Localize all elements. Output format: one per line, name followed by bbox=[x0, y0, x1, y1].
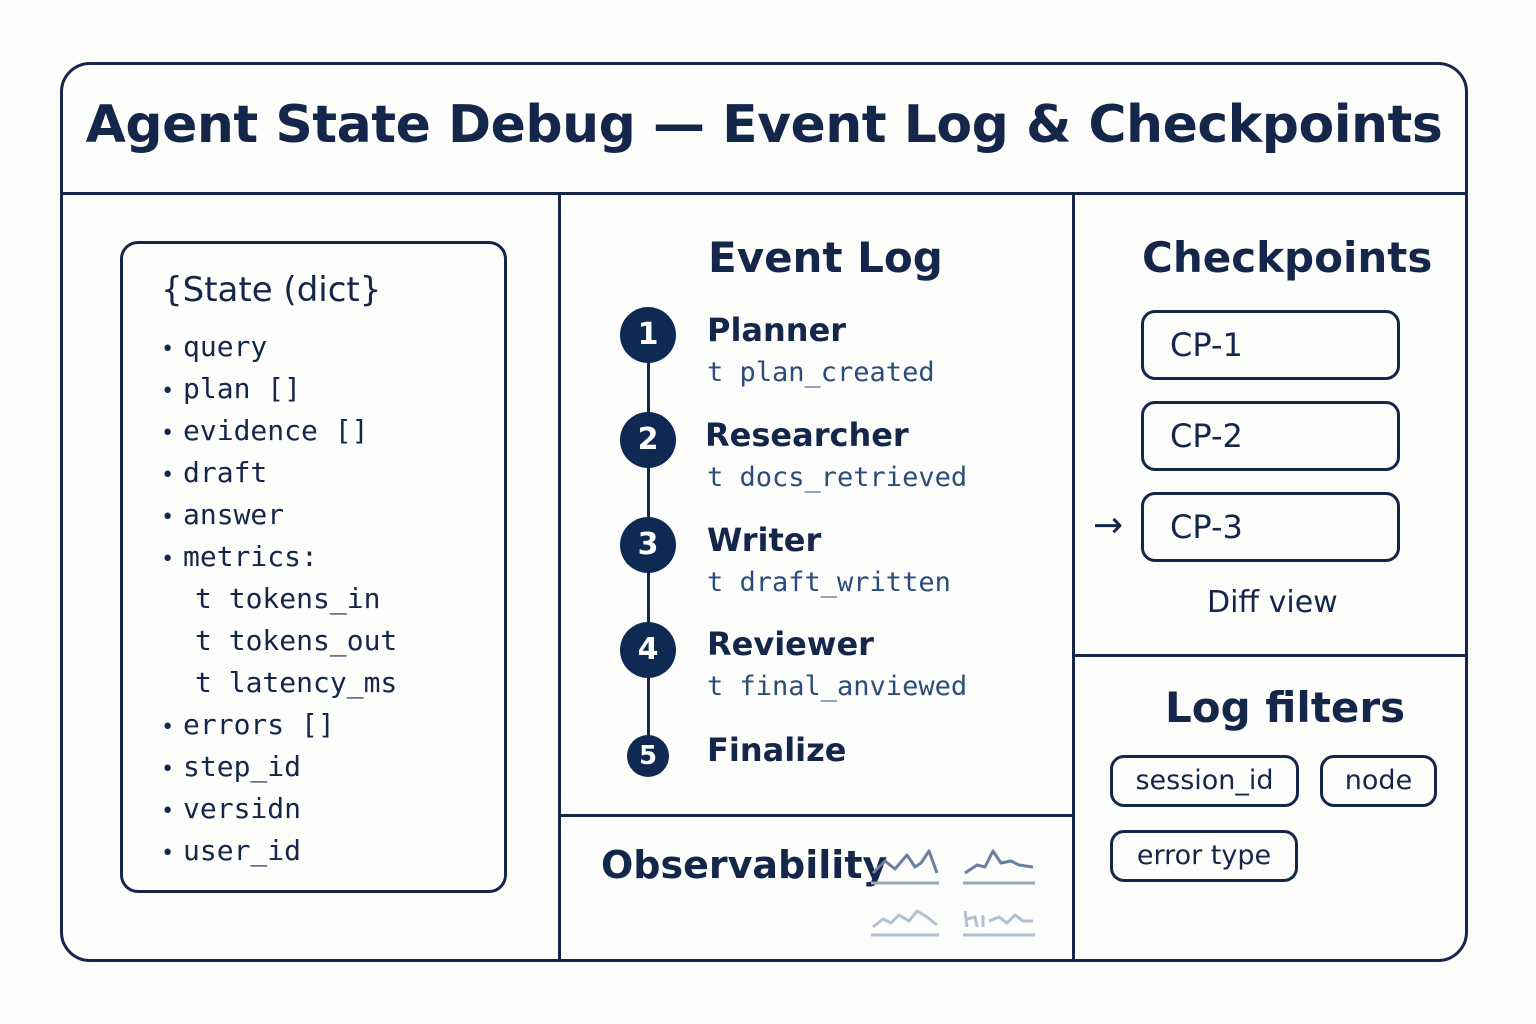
step-name[interactable]: Planner bbox=[707, 311, 847, 349]
main-frame: Agent State Debug — Event Log & Checkpoi… bbox=[60, 62, 1468, 962]
state-field: •plan [] bbox=[161, 372, 302, 405]
sparkline-chart-icon bbox=[871, 909, 939, 937]
observability-title: Observability bbox=[601, 843, 888, 887]
filter-chip-session-id[interactable]: session_id bbox=[1110, 755, 1299, 807]
state-field: •answer bbox=[161, 498, 285, 531]
state-field-list: •query •plan [] •evidence [] •draft •ans… bbox=[161, 326, 397, 872]
sparkline-chart-icon bbox=[963, 849, 1035, 885]
step-event: t plan_created bbox=[707, 357, 935, 388]
checkpoint-cp-2[interactable]: CP-2 bbox=[1141, 401, 1400, 471]
state-field: •evidence [] bbox=[161, 414, 369, 447]
page-title: Agent State Debug — Event Log & Checkpoi… bbox=[85, 95, 1443, 155]
checkpoints-title: Checkpoints bbox=[1142, 233, 1433, 282]
sparkline-chart-icon bbox=[871, 849, 939, 885]
step-number-badge: 1 bbox=[620, 307, 676, 363]
sparkline-chart-icon bbox=[963, 910, 1035, 937]
step-event: t draft_written bbox=[707, 567, 951, 598]
state-field: •errors [] bbox=[161, 708, 335, 741]
step-name[interactable]: Reviewer bbox=[707, 625, 874, 663]
header-divider bbox=[63, 192, 1465, 195]
log-filters-title: Log filters bbox=[1165, 683, 1406, 732]
checkpoint-cp-1[interactable]: CP-1 bbox=[1141, 310, 1400, 380]
state-field: •draft bbox=[161, 456, 268, 489]
state-subfield: t tokens_in bbox=[195, 582, 381, 615]
checkpoint-cp-3[interactable]: CP-3 bbox=[1141, 492, 1400, 562]
step-number-badge: 4 bbox=[620, 622, 676, 678]
state-field: •versidn bbox=[161, 792, 302, 825]
state-field: •metrics: bbox=[161, 540, 318, 573]
step-number-badge: 3 bbox=[620, 517, 676, 573]
step-name[interactable]: Researcher bbox=[705, 416, 909, 454]
step-event: t docs_retrieved bbox=[707, 462, 968, 493]
state-title: {State (dict} bbox=[161, 270, 382, 310]
event-log-title: Event Log bbox=[708, 233, 943, 282]
step-name[interactable]: Finalize bbox=[707, 731, 847, 769]
state-field: •user_id bbox=[161, 834, 302, 867]
event-log-divider bbox=[558, 814, 1074, 817]
checkpoints-divider bbox=[1072, 654, 1465, 657]
step-event: t final_anviewed bbox=[707, 671, 968, 702]
state-field: •step_id bbox=[161, 750, 302, 783]
right-column-divider bbox=[1072, 192, 1075, 959]
state-panel: {State (dict} •query •plan [] •evidence … bbox=[120, 241, 507, 893]
step-name[interactable]: Writer bbox=[707, 521, 822, 559]
left-column-divider bbox=[558, 192, 561, 959]
filter-chip-error-type[interactable]: error type bbox=[1110, 830, 1298, 882]
filter-chip-node[interactable]: node bbox=[1320, 755, 1437, 807]
state-subfield: t tokens_out bbox=[195, 624, 398, 657]
state-subfield: t latency_ms bbox=[195, 666, 398, 699]
diff-view-link[interactable]: Diff view bbox=[1207, 585, 1338, 620]
arrow-right-icon: → bbox=[1093, 505, 1124, 546]
step-number-badge: 2 bbox=[620, 412, 676, 468]
state-field: •query bbox=[161, 330, 268, 363]
step-number-badge: 5 bbox=[627, 735, 669, 777]
